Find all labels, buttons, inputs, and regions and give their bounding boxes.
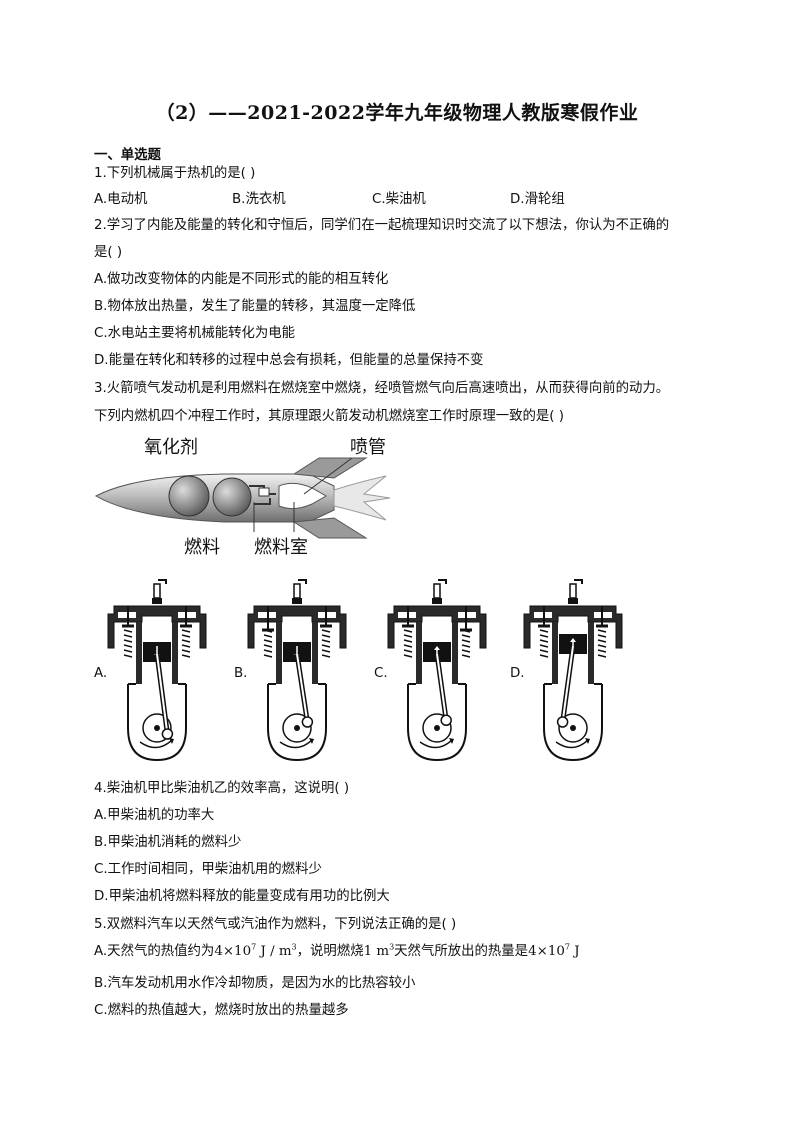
rocket-diagram: 氧化剂 喷管 燃料 燃料室 <box>94 436 394 564</box>
oxidizer-label: 氧化剂 <box>144 437 198 458</box>
q2-option-a[interactable]: A.做功改变物体的内能是不同形式的能的相互转化 <box>94 272 389 287</box>
q5-option-b[interactable]: B.汽车发动机用水作冷却物质，是因为水的比热容较小 <box>94 976 416 991</box>
q4-option-a[interactable]: A.甲柴油机的功率大 <box>94 808 215 823</box>
q3-stem-line2: 下列内燃机四个冲程工作时，其原理跟火箭发动机燃烧室工作时原理一致的是( ) <box>94 409 564 424</box>
q3-option-a[interactable]: A. <box>94 666 108 681</box>
q3-option-b[interactable]: B. <box>234 666 248 681</box>
q2-option-c[interactable]: C.水电站主要将机械能转化为电能 <box>94 326 296 341</box>
q1-stem: 1.下列机械属于热机的是( ) <box>94 166 256 181</box>
q5-a-value3: 4×107 J <box>528 942 580 959</box>
section-heading: 一、单选题 <box>94 148 161 163</box>
q3-stem-line1: 3.火箭喷气发动机是利用燃料在燃烧室中燃烧，经喷管燃气向后高速喷出，从而获得向前… <box>94 381 670 396</box>
q4-option-b[interactable]: B.甲柴油机消耗的燃料少 <box>94 835 242 850</box>
q5-a-text3: 天然气所放出的热量是 <box>394 944 529 959</box>
engine-diagram-d <box>522 578 632 767</box>
q5-a-value2: 1 m3 <box>363 942 395 959</box>
q1-option-b[interactable]: B.洗衣机 <box>232 192 286 207</box>
q2-option-d[interactable]: D.能量在转化和转移的过程中总会有损耗，但能量的总量保持不变 <box>94 353 484 368</box>
q1-option-d[interactable]: D.滑轮组 <box>510 192 565 207</box>
q1-option-a[interactable]: A.电动机 <box>94 192 148 207</box>
q2-stem-line2: 是( ) <box>94 245 123 260</box>
nozzle-label: 喷管 <box>350 437 386 458</box>
q5-option-a[interactable]: A.天然气的热值约为4×107 J / m3，说明燃烧1 m3天然气所放出的热量… <box>94 942 580 960</box>
q3-option-c[interactable]: C. <box>374 666 388 681</box>
q4-option-c[interactable]: C.工作时间相同，甲柴油机用的燃料少 <box>94 862 322 877</box>
q5-a-value1: 4×107 J / m3 <box>214 942 297 959</box>
page-title: （2）——2021-2022学年九年级物理人教版寒假作业 <box>155 102 639 124</box>
engine-diagram-c <box>386 578 496 767</box>
engine-diagram-a <box>106 578 216 767</box>
q5-option-c[interactable]: C.燃料的热值越大，燃烧时放出的热量越多 <box>94 1003 349 1018</box>
q5-a-text1: A.天然气的热值约为 <box>94 944 215 959</box>
q4-option-d[interactable]: D.甲柴油机将燃料释放的能量变成有用功的比例大 <box>94 889 390 904</box>
engine-diagram-b <box>246 578 356 767</box>
chamber-label: 燃料室 <box>254 537 308 558</box>
q2-stem-line1: 2.学习了内能及能量的转化和守恒后，同学们在一起梳理知识时交流了以下想法，你认为… <box>94 218 670 233</box>
q3-option-d[interactable]: D. <box>510 666 525 681</box>
q1-option-c[interactable]: C.柴油机 <box>372 192 426 207</box>
q2-option-b[interactable]: B.物体放出热量，发生了能量的转移，其温度一定降低 <box>94 299 416 314</box>
q5-stem: 5.双燃料汽车以天然气或汽油作为燃料，下列说法正确的是( ) <box>94 917 457 932</box>
q5-a-text2: ，说明燃烧 <box>296 944 364 959</box>
fuel-label: 燃料 <box>184 537 220 558</box>
q4-stem: 4.柴油机甲比柴油机乙的效率高，这说明( ) <box>94 781 350 796</box>
